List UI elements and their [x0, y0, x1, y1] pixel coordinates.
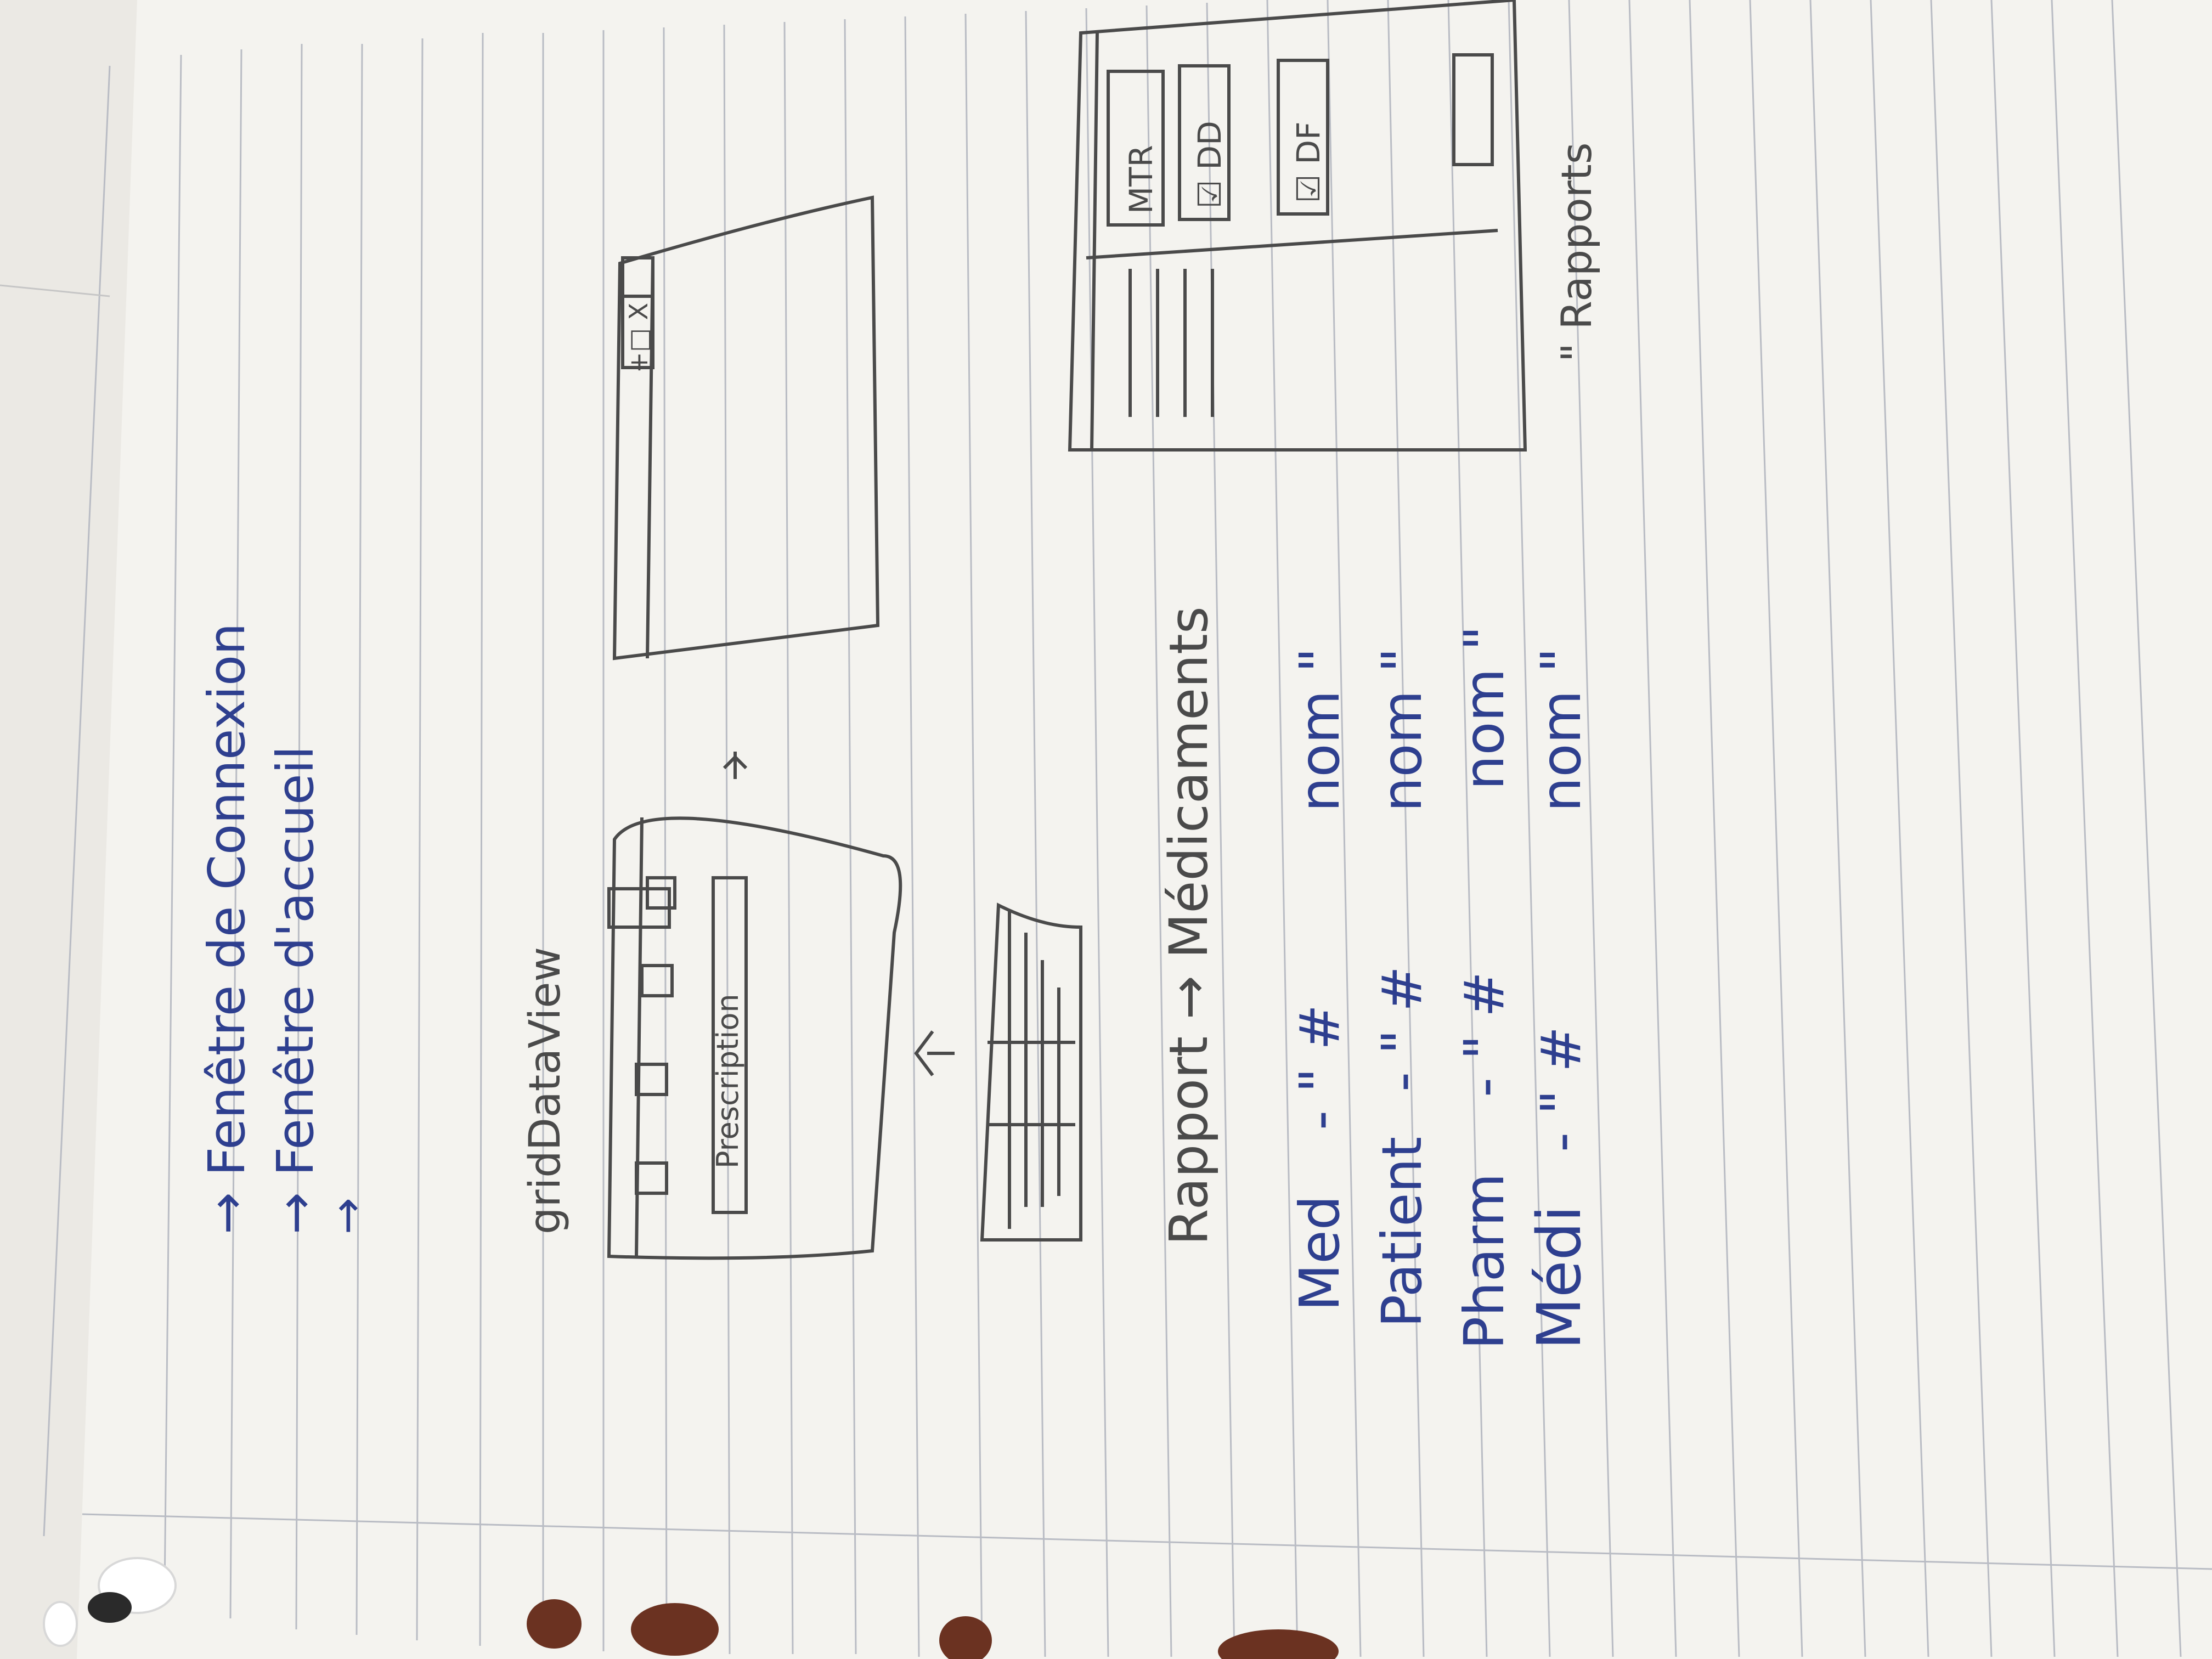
header-notes: → Fenêtre de Connexion → Fenêtre d'accue… [198, 623, 373, 1234]
list-item-sep: - " # [1452, 972, 1516, 1097]
note-line-2: → Fenêtre d'accueil [266, 746, 325, 1234]
report-tab-b: ☑ DD [1191, 121, 1228, 208]
list-item-sep: - " # [1529, 1026, 1593, 1152]
list-item-sep: - " # [1370, 966, 1434, 1092]
checkbox-3 [640, 964, 674, 997]
list-item-label: Médi [1524, 1205, 1594, 1350]
checkbox-2 [635, 1063, 668, 1096]
arrow-up [914, 1030, 955, 1076]
list-item-label: Patient [1370, 1137, 1434, 1328]
prescription-button-frame [712, 876, 748, 1214]
window-controls-label: +□ X [624, 303, 653, 373]
report-tab-a: MTR [1122, 145, 1160, 214]
sketch-window-empty [612, 195, 880, 661]
sketch-report-window [1068, 0, 1527, 452]
list-item-field: nom " [1370, 647, 1434, 812]
note-line-1: → Fenêtre de Connexion [198, 623, 256, 1234]
entity-list: Med - " # nom " Patient - " # nom " Phar… [1288, 625, 1594, 1350]
checkbox-1 [635, 1161, 668, 1195]
rapport-line: Rapport → Médicaments [1158, 606, 1220, 1245]
list-item-field: nom " [1288, 647, 1352, 812]
report-tab-c: ☑ DF [1290, 122, 1327, 203]
prescription-button-label: Prescription [710, 994, 745, 1169]
sketch-window-grid [607, 752, 902, 1260]
rapports-caption: " Rapports [1552, 143, 1601, 362]
punch-holes [43, 1557, 1339, 1659]
list-item-label: Pharm [1452, 1173, 1516, 1350]
list-item-field: nom " [1452, 625, 1516, 790]
ruled-lines [43, 0, 2182, 1657]
sketch-small-form [980, 902, 1082, 1242]
list-item-field: nom " [1529, 647, 1593, 812]
grid-label: gridDataView [521, 947, 570, 1234]
list-item-label: Med [1288, 1195, 1352, 1311]
note-line-3: → [321, 1198, 373, 1234]
checkbox-4 [646, 876, 676, 910]
list-item-sep: - " # [1288, 1005, 1352, 1130]
